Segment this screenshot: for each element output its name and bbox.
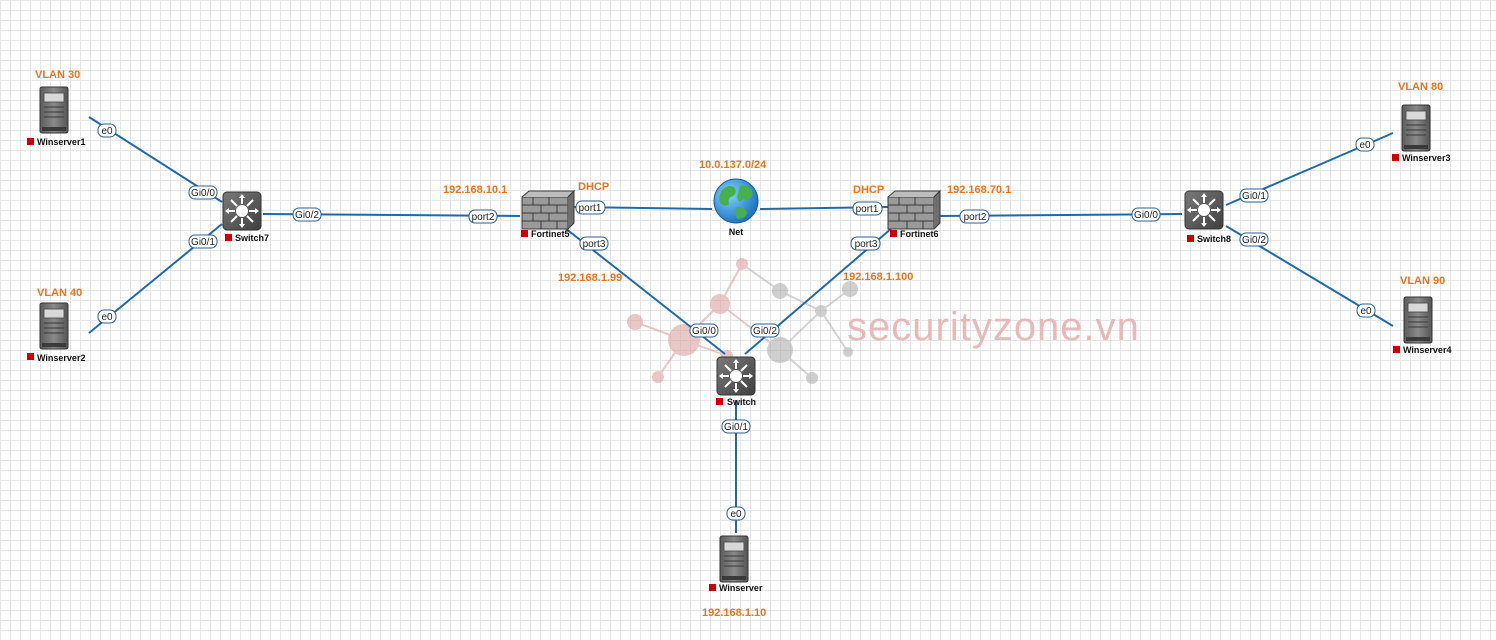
status-stopped-icon	[709, 584, 716, 591]
if-label-text: Gi0/1	[724, 422, 748, 433]
annotation-fg6-dhcp: DHCP	[853, 184, 884, 196]
node-label-fortinet6: Fortinet6	[900, 229, 939, 239]
if-label-text: Gi0/2	[1242, 235, 1266, 246]
if-label-text: port1	[856, 204, 879, 215]
if-label: port3	[579, 236, 609, 251]
if-label-text: Gi0/2	[753, 326, 777, 337]
server-icon	[39, 86, 69, 134]
node-label-winserver1: Winserver1	[37, 137, 85, 147]
node-fortinet5[interactable]: Fortinet5	[521, 190, 575, 239]
watermark-text: securityzone.vn	[847, 305, 1140, 349]
annotation-fg6-port3-ip: 192.168.1.100	[843, 271, 913, 283]
if-label: e0	[97, 309, 117, 324]
status-stopped-icon	[27, 353, 34, 360]
node-winserver4[interactable]: Winserver4	[1393, 296, 1451, 355]
if-label: port1	[852, 201, 883, 216]
annotation-vlan40: VLAN 40	[37, 287, 82, 299]
if-label-text: Gi0/2	[295, 210, 319, 221]
if-label: port2	[468, 209, 498, 224]
node-label-winserver4: Winserver4	[1403, 345, 1451, 355]
watermark-logo	[627, 258, 858, 384]
if-label-text: e0	[1359, 140, 1371, 151]
node-label-switch7: Switch7	[235, 233, 269, 243]
if-label-text: Gi0/0	[191, 188, 215, 199]
if-label: Gi0/2	[292, 207, 322, 222]
if-label: Gi0/2	[1239, 232, 1269, 247]
if-label: port2	[959, 209, 990, 224]
firewall-icon	[887, 190, 941, 230]
node-label-winserver3: Winserver3	[1402, 153, 1450, 163]
if-label-text: e0	[101, 126, 113, 137]
node-net[interactable]: Net	[713, 178, 759, 237]
if-label-text: Gi0/0	[1134, 210, 1158, 221]
if-label: Gi0/1	[721, 419, 751, 434]
if-label-text: port2	[472, 212, 495, 223]
annotation-fg5-port3-ip: 192.168.1.99	[558, 272, 622, 284]
annotation-fg6-lan: 192.168.70.1	[947, 184, 1011, 196]
status-stopped-icon	[225, 234, 232, 241]
if-label: Gi0/1	[188, 234, 218, 249]
node-winserver1[interactable]: Winserver1	[27, 86, 85, 147]
switch-icon	[1184, 190, 1224, 230]
if-label-text: port2	[964, 212, 987, 223]
if-label: Gi0/0	[689, 323, 719, 338]
server-icon	[39, 302, 69, 350]
if-label: Gi0/1	[1239, 188, 1269, 203]
status-stopped-icon	[27, 138, 34, 145]
node-label-winserver: Winserver	[719, 583, 763, 593]
switch-icon	[222, 191, 262, 231]
node-label-fortinet5: Fortinet5	[531, 229, 570, 239]
if-label-text: port1	[579, 203, 602, 214]
if-label: port1	[575, 200, 606, 215]
status-stopped-icon	[1392, 154, 1399, 161]
node-winserver3[interactable]: Winserver3	[1392, 104, 1450, 163]
annotation-vlan80: VLAN 80	[1398, 81, 1443, 93]
globe-icon	[713, 178, 759, 224]
if-label-text: port3	[583, 239, 606, 250]
if-label-text: Gi0/1	[191, 237, 215, 248]
node-label-net: Net	[729, 227, 744, 237]
status-stopped-icon	[1393, 346, 1400, 353]
annotation-winserver-ip: 192.168.1.10	[702, 607, 766, 619]
if-label: Gi0/0	[1131, 207, 1161, 222]
annotation-fg5-dhcp: DHCP	[578, 181, 609, 193]
annotation-vlan90: VLAN 90	[1400, 275, 1445, 287]
node-fortinet6[interactable]: Fortinet6	[887, 190, 941, 239]
if-label-text: e0	[1360, 306, 1372, 317]
annotation-vlan30: VLAN 30	[35, 69, 80, 81]
annotation-net-subnet: 10.0.137.0/24	[699, 159, 767, 171]
server-icon	[1401, 104, 1431, 152]
node-label-winserver2: Winserver2	[37, 353, 85, 363]
if-label: port3	[850, 236, 881, 251]
if-label-text: Gi0/1	[1242, 191, 1266, 202]
server-icon	[719, 535, 749, 583]
node-winserver2[interactable]: Winserver2	[27, 302, 85, 363]
server-icon	[1403, 296, 1433, 344]
node-winserver[interactable]: Winserver	[709, 535, 763, 593]
if-label-text: Gi0/0	[692, 326, 716, 337]
if-label: e0	[1355, 137, 1375, 152]
status-stopped-icon	[890, 230, 897, 237]
status-stopped-icon	[1187, 235, 1194, 242]
node-label-switch: Switch	[727, 397, 756, 407]
if-label: Gi0/2	[750, 323, 780, 338]
if-label: Gi0/0	[188, 185, 218, 200]
switch-icon	[716, 356, 756, 396]
node-label-switch8: Switch8	[1197, 234, 1231, 244]
if-label-text: e0	[730, 509, 742, 520]
if-label: e0	[97, 123, 117, 138]
firewall-icon	[521, 190, 575, 230]
if-label-text: e0	[101, 312, 113, 323]
node-switch[interactable]: Switch	[716, 356, 756, 407]
if-label: e0	[1356, 303, 1376, 318]
node-switch7[interactable]: Switch7	[222, 191, 269, 243]
status-stopped-icon	[716, 398, 723, 405]
status-stopped-icon	[521, 230, 528, 237]
if-label: e0	[726, 506, 746, 521]
node-switch8[interactable]: Switch8	[1184, 190, 1231, 244]
annotation-fg5-lan: 192.168.10.1	[443, 184, 507, 196]
if-label-text: port3	[855, 239, 878, 250]
